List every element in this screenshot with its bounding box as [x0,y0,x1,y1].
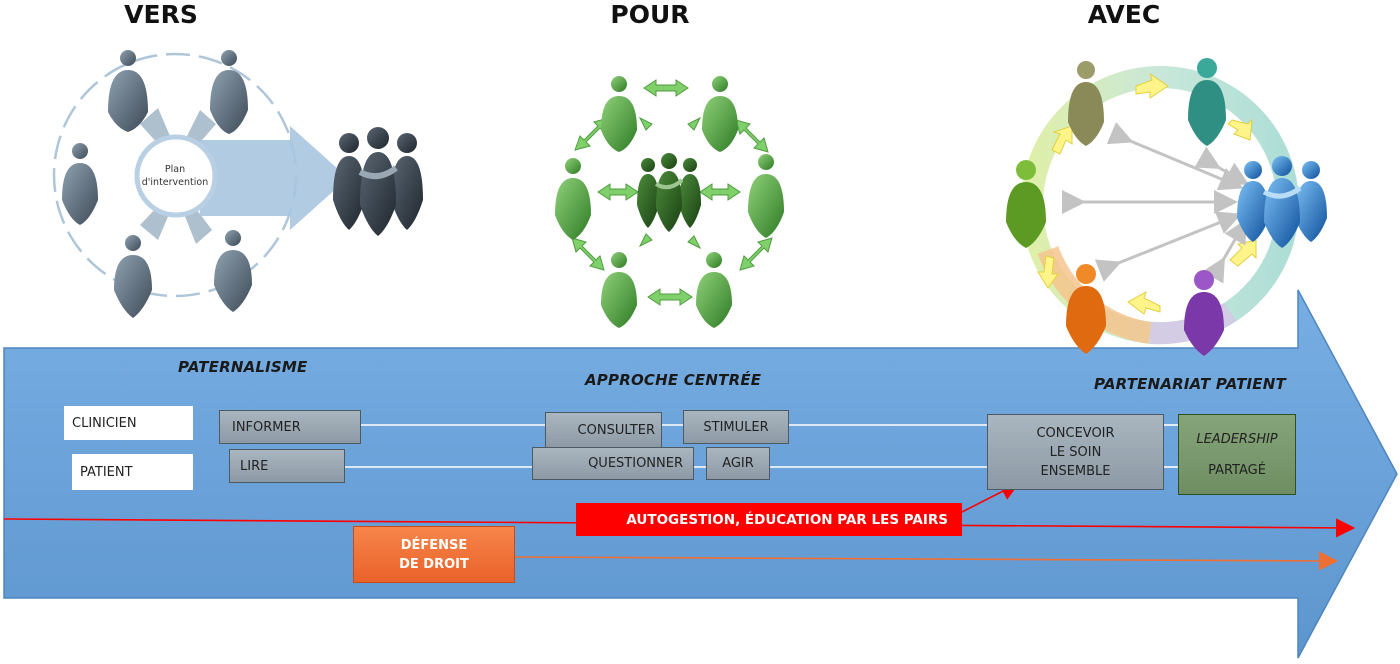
orange-stream-line [514,551,1339,571]
design-line2: LE SOIN [1049,444,1102,460]
vers-physician-figure [108,50,148,132]
vers-doctor-mask-figure [214,230,252,312]
action-stimulate: STIMULER [683,410,789,444]
avec-nurse-figure [1188,58,1226,146]
pour-pharmacist-figure [601,252,637,328]
role-clinician: CLINICIEN [64,406,193,440]
action-consult: CONSULTER [545,412,662,448]
pour-diagram [555,76,784,328]
heading-avec: AVEC [1087,0,1161,29]
advocacy-line1: DÉFENSE [400,537,468,553]
action-design-together: CONCEVOIR LE SOIN ENSEMBLE [987,414,1164,490]
advocacy-stream: DÉFENSE DE DROIT [353,526,515,583]
phase-paternalism: PATERNALISME [178,358,308,376]
avec-diagram [1006,58,1327,356]
big-timeline-arrow [3,289,1398,659]
vers-nurse-figure [210,50,248,134]
avec-physician-figure [1068,61,1104,146]
avec-side-figure [1006,160,1046,248]
action-act: AGIR [706,447,770,480]
pour-left-figure [555,158,591,240]
pour-right-figure [748,154,784,238]
leadership-text: LEADERSHIP [1196,431,1278,447]
action-inform: INFORMER [219,410,361,444]
heading-vers: VERS [124,0,198,29]
action-read: LIRE [229,449,345,483]
pour-nurse-figure [702,76,738,152]
avec-patient-group [1237,156,1327,248]
plan-label-line2: d'intervention [141,177,209,188]
role-patient: PATIENT [72,454,193,490]
vers-patient-group [333,127,423,236]
shared-text: PARTAGÉ [1208,462,1266,478]
design-line1: CONCEVOIR [1036,425,1115,441]
phase-partnership: PARTENARIAT PATIENT [1094,375,1286,393]
advocacy-line2: DE DROIT [399,556,469,572]
action-question: QUESTIONNER [532,447,694,480]
vers-side-figure [62,143,98,225]
avec-pharmacist-figure [1066,264,1106,354]
pour-patient-group [637,153,701,232]
pour-doctor-mask-figure [696,252,732,328]
design-line3: ENSEMBLE [1040,463,1111,479]
vers-diagram [52,50,423,318]
pour-physician-figure [601,76,637,152]
self-management-stream: AUTOGESTION, ÉDUCATION PAR LES PAIRS [576,503,962,536]
heading-pour: POUR [610,0,690,29]
phase-centered: APPROCHE CENTRÉE [585,371,762,389]
plan-intervention-label: Plan d'intervention [133,163,217,189]
avec-doctor-mask-figure [1184,270,1224,356]
vers-pharmacist-figure [114,235,152,318]
action-shared-leadership: LEADERSHIP PARTAGÉ [1178,414,1296,495]
plan-label-line1: Plan [164,164,186,175]
